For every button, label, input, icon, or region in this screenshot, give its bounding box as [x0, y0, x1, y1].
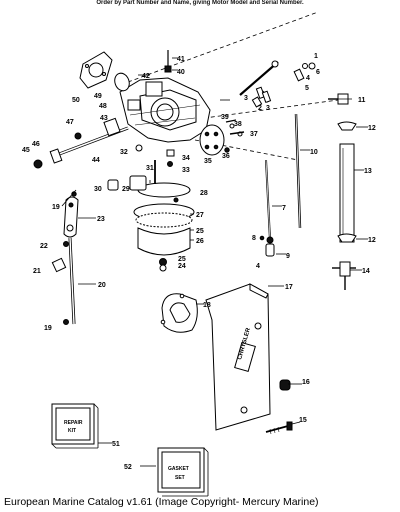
label-9: 9 [286, 253, 290, 260]
carb-mounting-gasket [79, 51, 113, 89]
rod-7 [259, 159, 275, 257]
label-1: 1 [314, 53, 318, 60]
label-35: 35 [204, 158, 212, 165]
label-6: 6 [316, 69, 320, 76]
label-34: 34 [182, 155, 190, 162]
label-25-top: 25 [196, 228, 204, 235]
fittings-19-21-22 [51, 191, 77, 325]
label-48: 48 [99, 103, 107, 110]
label-20: 20 [98, 282, 106, 289]
label-2: 2 [258, 105, 262, 112]
gasket-18 [160, 293, 198, 333]
label-29: 29 [122, 186, 130, 193]
label-45: 45 [22, 147, 30, 154]
label-13: 13 [364, 168, 372, 175]
label-27: 27 [196, 212, 204, 219]
label-36: 36 [222, 153, 230, 160]
label-49: 49 [94, 93, 102, 100]
label-28: 28 [200, 190, 208, 197]
catalog-caption: European Marine Catalog v1.61 (Image Cop… [4, 496, 319, 508]
label-11: 11 [358, 97, 366, 104]
label-32: 32 [120, 149, 128, 156]
label-26: 26 [196, 238, 204, 245]
label-21: 21 [33, 268, 41, 275]
label-24: 24 [178, 263, 186, 270]
label-17: 17 [285, 284, 293, 291]
main-jet-30 [107, 179, 119, 191]
float-bowl-assembly [133, 182, 195, 272]
part-number-labels: 1 2 3 4 5 6 7 8 9 10 11 12 13 12 14 15 1… [22, 53, 376, 471]
label-14: 14 [362, 268, 370, 275]
idle-screw-spring [255, 86, 272, 104]
gasket-set-label-2: SET [175, 475, 185, 481]
label-5: 5 [305, 85, 309, 92]
linkage-connector-top [293, 62, 316, 82]
label-16: 16 [302, 379, 310, 386]
label-30: 30 [94, 186, 102, 193]
label-37: 37 [250, 131, 258, 138]
carburetor-body [119, 77, 211, 143]
throttle-link-rod [239, 60, 308, 108]
label-38: 38 [234, 121, 242, 128]
repair-kit-box: REPAIR KIT [51, 403, 99, 449]
label-4-lower: 4 [256, 263, 260, 270]
choke-plate [114, 72, 130, 92]
label-23: 23 [97, 216, 105, 223]
label-46: 46 [32, 141, 40, 148]
label-19-top: 19 [52, 204, 60, 211]
cover-screws [224, 119, 245, 153]
label-40: 40 [177, 69, 185, 76]
rod-10 [294, 113, 302, 229]
screw-15 [265, 421, 293, 435]
label-12-bottom: 12 [368, 237, 376, 244]
repair-kit-label-1: REPAIR [64, 420, 83, 426]
label-3-upper: 3 [244, 95, 248, 102]
label-39: 39 [221, 114, 229, 121]
gasket-set-box: GASKET SET [157, 447, 209, 497]
rod-20 [68, 237, 76, 325]
label-3: 3 [266, 105, 270, 112]
label-52: 52 [124, 464, 132, 471]
label-42: 42 [142, 73, 150, 80]
label-43: 43 [100, 115, 108, 122]
gasket-set-label-1: GASKET [168, 466, 189, 472]
label-31: 31 [146, 165, 154, 172]
label-12-top: 12 [368, 125, 376, 132]
choke-rod [33, 117, 129, 169]
label-25-bottom: 25 [178, 256, 186, 263]
label-22: 22 [40, 243, 48, 250]
label-8: 8 [252, 235, 256, 242]
label-7: 7 [282, 205, 286, 212]
label-10: 10 [310, 149, 318, 156]
throttle-lever-23 [63, 196, 79, 238]
label-51: 51 [112, 441, 120, 448]
label-15: 15 [299, 417, 307, 424]
screw-47 [74, 132, 82, 140]
label-44: 44 [92, 157, 100, 164]
knob-16 [279, 379, 291, 391]
label-33: 33 [182, 167, 190, 174]
screw-40-41 [164, 50, 172, 73]
tube-13-assembly [328, 93, 357, 290]
carb-cover-plate [199, 124, 225, 156]
label-18: 18 [203, 302, 211, 309]
label-47: 47 [66, 119, 74, 126]
carburetor-cover-17: CHRYSLER [205, 283, 271, 431]
label-19-bottom: 19 [44, 325, 52, 332]
label-leaders [61, 57, 368, 467]
repair-kit-label-2: KIT [68, 428, 76, 434]
order-instruction: Order by Part Number and Name, giving Mo… [96, 0, 304, 6]
label-4: 4 [306, 75, 310, 82]
float-needle-assembly [129, 144, 175, 191]
label-50: 50 [72, 97, 80, 104]
label-41: 41 [177, 56, 185, 63]
